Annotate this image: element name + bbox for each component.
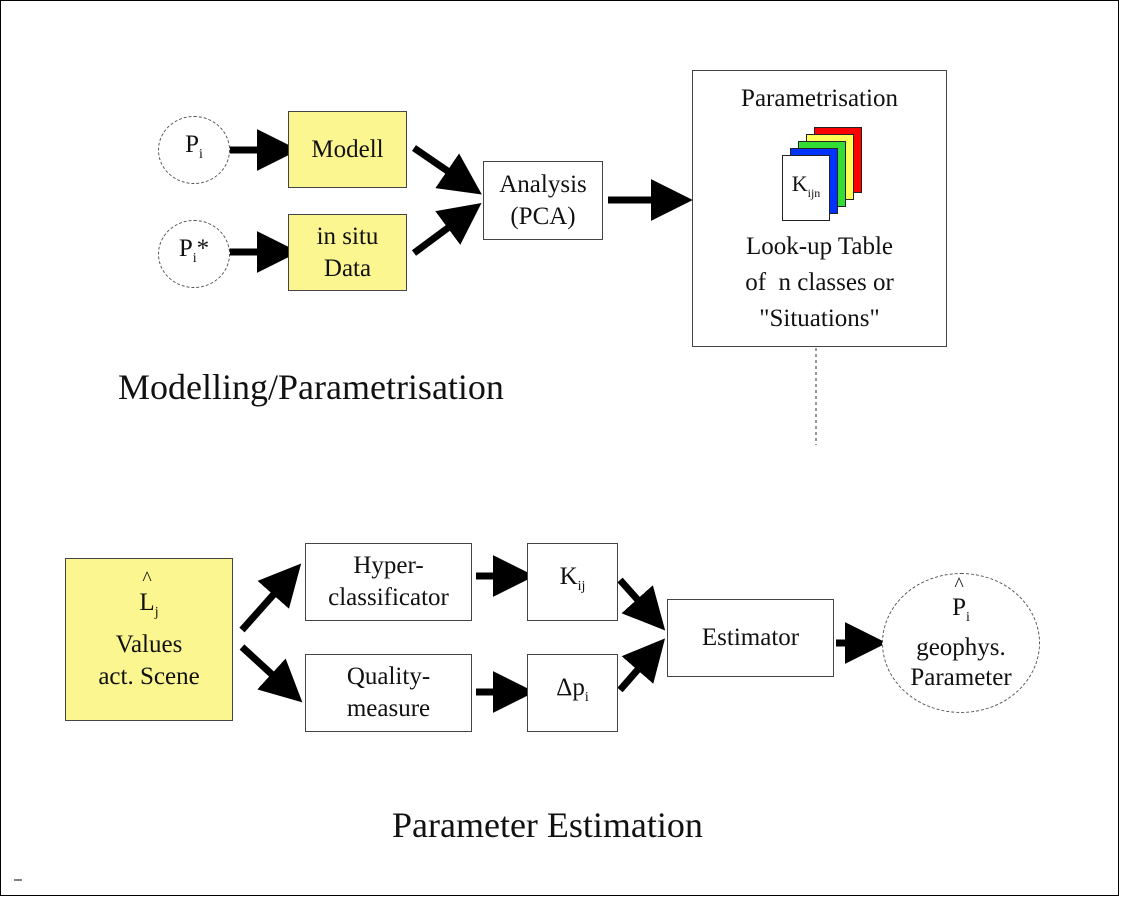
node-estimator: Estimator <box>667 599 834 677</box>
node-analysis-line2: (PCA) <box>510 202 576 230</box>
node-l-line2: act. Scene <box>98 662 200 690</box>
node-l-line1: Values <box>115 630 183 658</box>
node-p-hat: Pi geophys. Parameter <box>882 573 1040 713</box>
kijn-sub: ijn <box>807 185 821 200</box>
node-modell-label: Modell <box>311 135 384 163</box>
node-analysis-line1: Analysis <box>499 170 587 198</box>
node-delta-pi: Δpi <box>527 654 618 732</box>
kijn-base: K <box>791 170 808 196</box>
node-delta-pi-base: Δp <box>556 674 585 701</box>
node-delta-pi-sub: i <box>584 690 589 705</box>
parametrisation-line2: of n classes or <box>745 269 894 296</box>
node-pi-base: P <box>185 131 199 158</box>
node-kij-sub: ij <box>577 579 586 594</box>
node-quality-line2: measure <box>346 695 431 722</box>
node-p-hat-base: P <box>952 593 966 623</box>
node-hyper-line1: Hyper- <box>353 552 424 579</box>
sheet-front: Kijn <box>782 155 830 221</box>
node-l-label: Lj <box>139 587 158 629</box>
node-in-situ-line2: Data <box>323 254 372 282</box>
arrow-l-to-hyper <box>239 563 302 633</box>
node-in-situ-line1: in situ <box>316 222 379 250</box>
node-estimator-label: Estimator <box>701 624 800 651</box>
kijn-label: Kijn <box>792 168 821 209</box>
node-parametrisation: Parametrisation Kijn Look-up Table of n … <box>692 70 947 347</box>
arrow-dpi-to-estimator <box>617 638 666 693</box>
node-kij: Kij <box>527 543 618 621</box>
node-quality-measure: Quality- measure <box>305 654 472 732</box>
node-l-sub: j <box>154 604 159 620</box>
node-p-hat-line1: geophys. <box>916 634 1006 661</box>
node-analysis: Analysis (PCA) <box>483 161 603 240</box>
node-kij-label: Kij <box>560 561 586 603</box>
arrow-kij-to-estimator <box>617 577 666 631</box>
arrow-insitu-to-analysis <box>411 203 482 256</box>
node-pi-label: Pi <box>185 130 203 170</box>
node-in-situ: in situ Data <box>288 214 407 291</box>
node-quality-line1: Quality- <box>346 663 431 690</box>
section-title-estimation: Parameter Estimation <box>392 805 703 845</box>
node-pi-star-suffix: * <box>196 235 210 262</box>
lookup-table-icon: Kijn <box>692 115 947 221</box>
parametrisation-title: Parametrisation <box>741 85 898 112</box>
node-pi-star-base: P <box>178 235 193 262</box>
node-hyper-classificator: Hyper- classificator <box>305 543 472 621</box>
node-hyper-line2: classificator <box>328 584 449 611</box>
node-p-hat-label: Pi <box>952 593 970 633</box>
parametrisation-line3: "Situations" <box>759 305 880 332</box>
node-pi-star: Pi* <box>158 220 230 288</box>
node-l-values: Lj Values act. Scene <box>65 558 233 721</box>
arrow-l-to-quality <box>239 644 303 703</box>
node-pi-star-sub: i <box>192 251 197 266</box>
node-modell: Modell <box>288 111 407 188</box>
node-pi: Pi <box>158 116 230 184</box>
node-delta-pi-label: Δpi <box>556 672 588 714</box>
node-kij-base: K <box>559 563 578 590</box>
node-l-base: L <box>139 587 154 619</box>
node-p-hat-sub: i <box>966 610 970 625</box>
node-p-hat-line2: Parameter <box>910 664 1012 691</box>
section-title-modelling: Modelling/Parametrisation <box>118 367 504 407</box>
arrow-modell-to-analysis <box>412 145 482 195</box>
node-pi-sub: i <box>199 147 203 162</box>
node-pi-star-label: Pi* <box>179 234 209 274</box>
parametrisation-line1: Look-up Table <box>745 233 894 260</box>
